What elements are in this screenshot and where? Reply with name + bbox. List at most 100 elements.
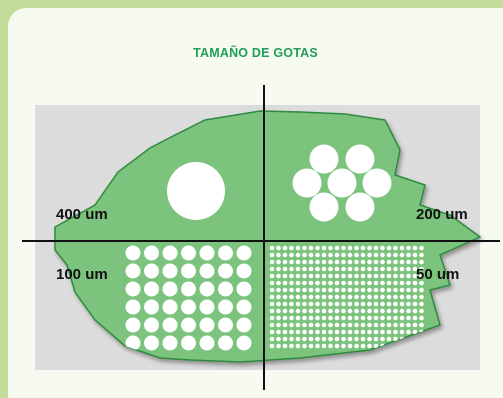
- drop-50um: [328, 329, 333, 335]
- drop-50um: [302, 308, 307, 314]
- drop-50um: [360, 315, 366, 321]
- drop-50um: [393, 259, 398, 265]
- drop-50um: [412, 259, 418, 265]
- drop-100um: [236, 245, 252, 261]
- drop-50um: [341, 322, 346, 328]
- drop-50um: [315, 322, 320, 328]
- drop-50um: [360, 301, 366, 307]
- drop-50um: [321, 301, 327, 307]
- drop-50um: [347, 252, 353, 258]
- drop-50um: [354, 245, 359, 251]
- drop-50um: [412, 308, 418, 314]
- drop-50um: [289, 266, 294, 272]
- drop-50um: [334, 343, 340, 349]
- drop-100um: [181, 245, 196, 261]
- drop-50um: [419, 259, 424, 265]
- drop-50um: [282, 343, 288, 349]
- drop-50um: [341, 245, 346, 251]
- drop-50um: [321, 343, 327, 349]
- drop-50um: [354, 273, 359, 279]
- drop-50um: [354, 336, 359, 342]
- drop-50um: [393, 252, 398, 258]
- drop-50um: [334, 294, 340, 300]
- drop-50um: [380, 245, 385, 251]
- drop-50um: [393, 266, 398, 272]
- drop-50um: [282, 266, 288, 272]
- drop-50um: [354, 280, 359, 286]
- label-400um: 400 um: [56, 206, 108, 223]
- drop-50um: [315, 315, 320, 321]
- drop-50um: [419, 315, 424, 321]
- quadrant-100um: [125, 245, 252, 351]
- drop-200um: [327, 168, 357, 198]
- drop-50um: [380, 252, 385, 258]
- drop-50um: [302, 294, 307, 300]
- drop-50um: [276, 301, 281, 307]
- drop-50um: [269, 273, 275, 279]
- drop-50um: [360, 273, 366, 279]
- drop-50um: [289, 308, 294, 314]
- drop-50um: [302, 329, 307, 335]
- drop-50um: [367, 336, 372, 342]
- drop-50um: [360, 245, 366, 251]
- drop-50um: [373, 336, 379, 342]
- drop-50um: [380, 259, 385, 265]
- drop-50um: [276, 259, 281, 265]
- drop-50um: [380, 294, 385, 300]
- drop-50um: [289, 273, 294, 279]
- drop-50um: [276, 343, 281, 349]
- drop-50um: [399, 315, 405, 321]
- drop-50um: [289, 259, 294, 265]
- drop-50um: [315, 287, 320, 293]
- drop-50um: [295, 266, 301, 272]
- drop-100um: [218, 263, 233, 279]
- drop-50um: [367, 294, 372, 300]
- drop-100um: [125, 335, 141, 351]
- drop-50um: [308, 266, 314, 272]
- drop-50um: [373, 308, 379, 314]
- drop-50um: [347, 336, 353, 342]
- drop-50um: [321, 294, 327, 300]
- drop-50um: [354, 315, 359, 321]
- drop-50um: [406, 287, 411, 293]
- drop-50um: [347, 294, 353, 300]
- drop-50um: [276, 266, 281, 272]
- drop-50um: [367, 266, 372, 272]
- drop-100um: [218, 281, 233, 297]
- drop-50um: [334, 259, 340, 265]
- drop-50um: [269, 287, 275, 293]
- drop-50um: [308, 336, 314, 342]
- drop-50um: [269, 252, 275, 258]
- drop-50um: [367, 315, 372, 321]
- drop-50um: [412, 315, 418, 321]
- drop-50um: [282, 245, 288, 251]
- drop-50um: [334, 245, 340, 251]
- drop-100um: [162, 245, 178, 261]
- drop-50um: [360, 322, 366, 328]
- drop-50um: [282, 308, 288, 314]
- drop-50um: [393, 336, 398, 342]
- drop-50um: [308, 280, 314, 286]
- drop-50um: [367, 329, 372, 335]
- drop-50um: [347, 280, 353, 286]
- drop-50um: [360, 329, 366, 335]
- drop-50um: [308, 329, 314, 335]
- drop-50um: [386, 336, 392, 342]
- drop-50um: [321, 287, 327, 293]
- drop-50um: [393, 315, 398, 321]
- drop-100um: [236, 263, 252, 279]
- drop-50um: [419, 273, 424, 279]
- drop-50um: [315, 336, 320, 342]
- drop-50um: [282, 294, 288, 300]
- drop-50um: [321, 336, 327, 342]
- drop-200um: [309, 192, 339, 222]
- drop-50um: [412, 245, 418, 251]
- drop-50um: [276, 294, 281, 300]
- drop-50um: [367, 273, 372, 279]
- drop-50um: [269, 259, 275, 265]
- drop-50um: [295, 322, 301, 328]
- drop-50um: [289, 329, 294, 335]
- drop-50um: [347, 322, 353, 328]
- drop-50um: [386, 252, 392, 258]
- drop-100um: [199, 335, 215, 351]
